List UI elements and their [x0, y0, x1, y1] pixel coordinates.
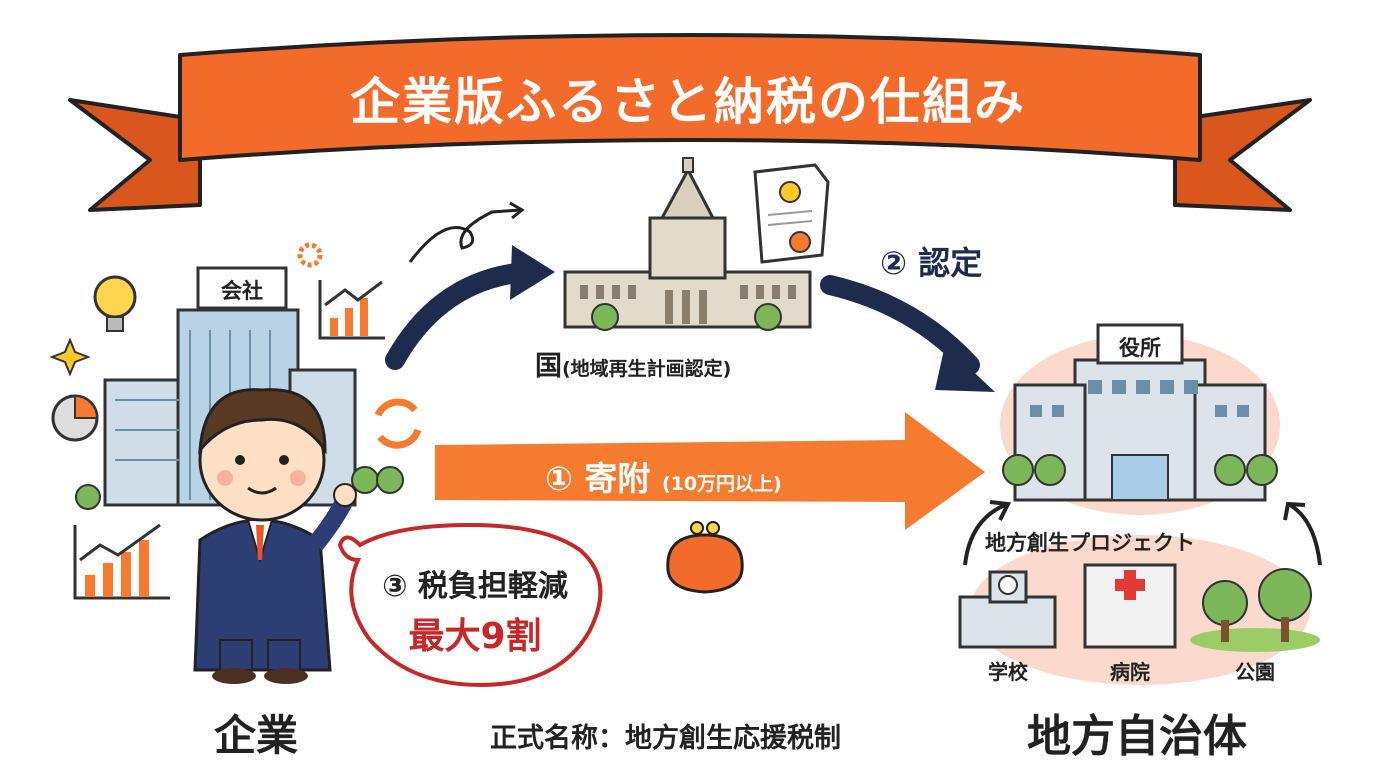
pie-chart-icon [51, 394, 99, 442]
gear-icon [297, 242, 323, 268]
school-icon [958, 570, 1057, 649]
step1-note: (10万円以上) [661, 473, 782, 495]
government-sublabel: (地域再生計画認定) [562, 358, 732, 380]
hospital-icon [1083, 563, 1177, 649]
facility-school-label: 学校 [988, 660, 1028, 684]
company-sign: 会社 [221, 279, 263, 303]
arrow-company-to-government [385, 201, 555, 370]
businessman-avatar [193, 388, 357, 684]
arrow-government-to-municipality [820, 275, 995, 392]
government-name: 国 [535, 351, 562, 382]
bar-chart-icon [73, 523, 170, 600]
step3-max-reduction: 最大9割 [408, 616, 542, 657]
page-title: 企業版ふるさと納税の仕組み [350, 73, 1026, 131]
step3-tax-reduction-label: ③ 税負担軽減 [382, 569, 568, 604]
municipality-label: 地方自治体 [1027, 711, 1247, 762]
step1-donation-label: ① 寄附 (10万円以上) [545, 452, 782, 500]
certificate-icon [753, 163, 830, 264]
refresh-icon [374, 398, 422, 449]
coin-purse-icon [666, 521, 744, 594]
step2-certification-label: ② 認定 [880, 244, 983, 282]
official-name: 正式名称：地方創生応援税制 [490, 723, 841, 754]
step1-label: ① 寄附 [545, 459, 651, 498]
park-icon [1190, 568, 1320, 652]
title-ribbon [68, 33, 1312, 212]
growth-chart-icon [318, 280, 385, 340]
facility-park-label: 公園 [1235, 660, 1275, 684]
government-label: 国(地域再生計画認定) [535, 344, 731, 383]
company-label: 企業 [214, 711, 299, 760]
facility-hospital-label: 病院 [1110, 660, 1150, 684]
speech-bubble [337, 522, 603, 688]
project-label: 地方創生プロジェクト [985, 531, 1195, 555]
diet-building-icon [563, 157, 812, 331]
lightbulb-icon [93, 275, 137, 332]
sparkle-icon [49, 337, 91, 377]
city-office-sign: 役所 [1119, 336, 1161, 360]
arrow-donation [435, 412, 985, 530]
